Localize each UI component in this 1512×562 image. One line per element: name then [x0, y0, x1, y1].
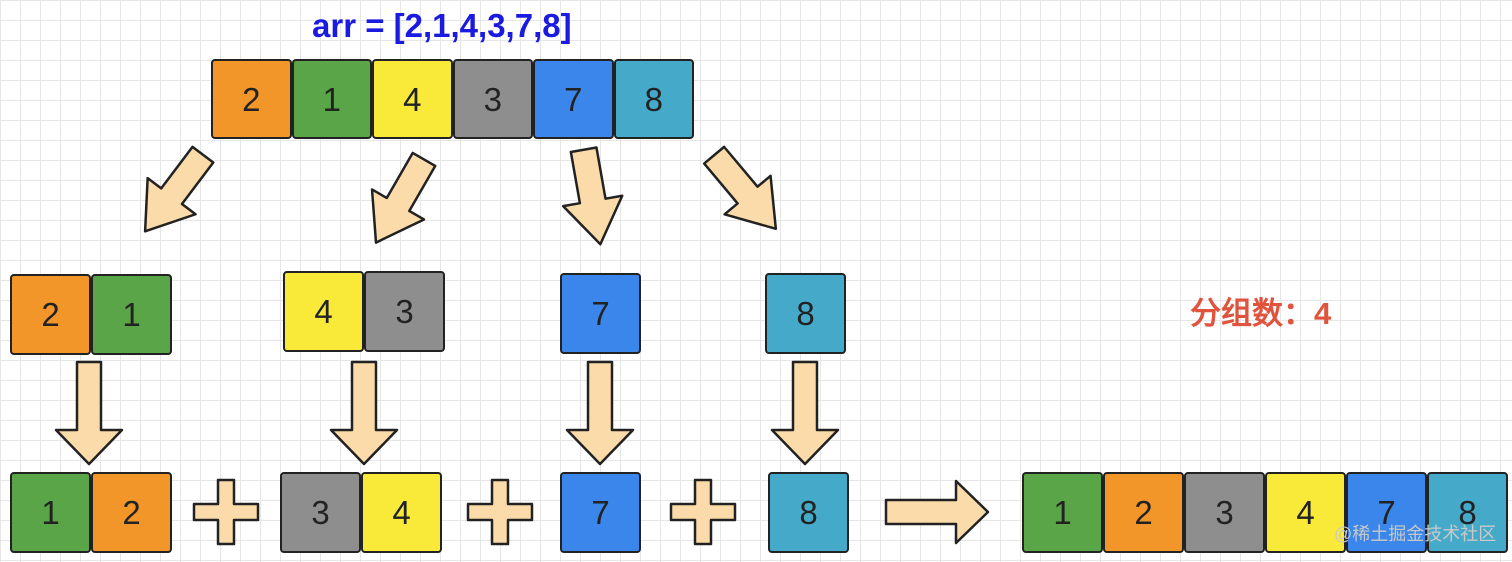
array-title: arr = [2,1,4,3,7,8] — [312, 7, 572, 44]
bucket-4-unsorted-cell-1: 8 — [765, 273, 846, 354]
bucket-1-sorted-cell-2: 2 — [91, 472, 172, 553]
plus-icon-3 — [669, 478, 737, 546]
result-cell-2: 2 — [1103, 472, 1184, 553]
split-arrow-4 — [702, 145, 778, 231]
bucket-2-unsorted-cell-1: 4 — [283, 271, 364, 352]
bucket-1-unsorted-cell-1: 2 — [10, 274, 91, 355]
watermark: @稀土掘金技术社区 — [1334, 524, 1497, 544]
original-cell-3: 4 — [372, 59, 453, 139]
merge-arrow-icon — [884, 479, 990, 545]
plus-icon-1 — [192, 478, 260, 546]
split-arrow-3 — [561, 146, 624, 246]
split-arrow-1 — [143, 145, 215, 233]
bucket-2-sorted-cell-2: 4 — [361, 472, 442, 553]
bucket-2-unsorted-cell-2: 3 — [364, 271, 445, 352]
original-cell-2: 1 — [291, 59, 372, 139]
bucket-1-unsorted-cell-2: 1 — [91, 274, 172, 355]
original-cell-4: 3 — [452, 59, 533, 139]
bucket-3-sorted-cell-1: 7 — [560, 472, 641, 553]
sort-arrow-2 — [329, 360, 399, 466]
bucket-4-sorted-cell-1: 8 — [768, 472, 849, 553]
result-cell-5: 7 — [1346, 472, 1427, 553]
plus-icon-2 — [466, 478, 534, 546]
split-arrow-2 — [370, 151, 437, 244]
sort-arrow-4 — [770, 360, 840, 466]
original-cell-6: 8 — [613, 59, 694, 139]
original-cell-1: 2 — [211, 59, 292, 139]
result-cell-1: 1 — [1022, 472, 1103, 553]
result-cell-4: 4 — [1265, 472, 1346, 553]
bucket-3-unsorted-cell-1: 7 — [560, 273, 641, 354]
sort-arrow-3 — [565, 360, 635, 466]
bucket-1-sorted-cell-1: 1 — [10, 472, 91, 553]
group-count-label: 分组数：4 — [1190, 296, 1332, 331]
original-cell-5: 7 — [533, 59, 614, 139]
result-cell-3: 3 — [1184, 472, 1265, 553]
sort-arrow-1 — [54, 360, 124, 466]
bucket-2-sorted-cell-1: 3 — [280, 472, 361, 553]
result-cell-6: 8 — [1427, 472, 1508, 553]
